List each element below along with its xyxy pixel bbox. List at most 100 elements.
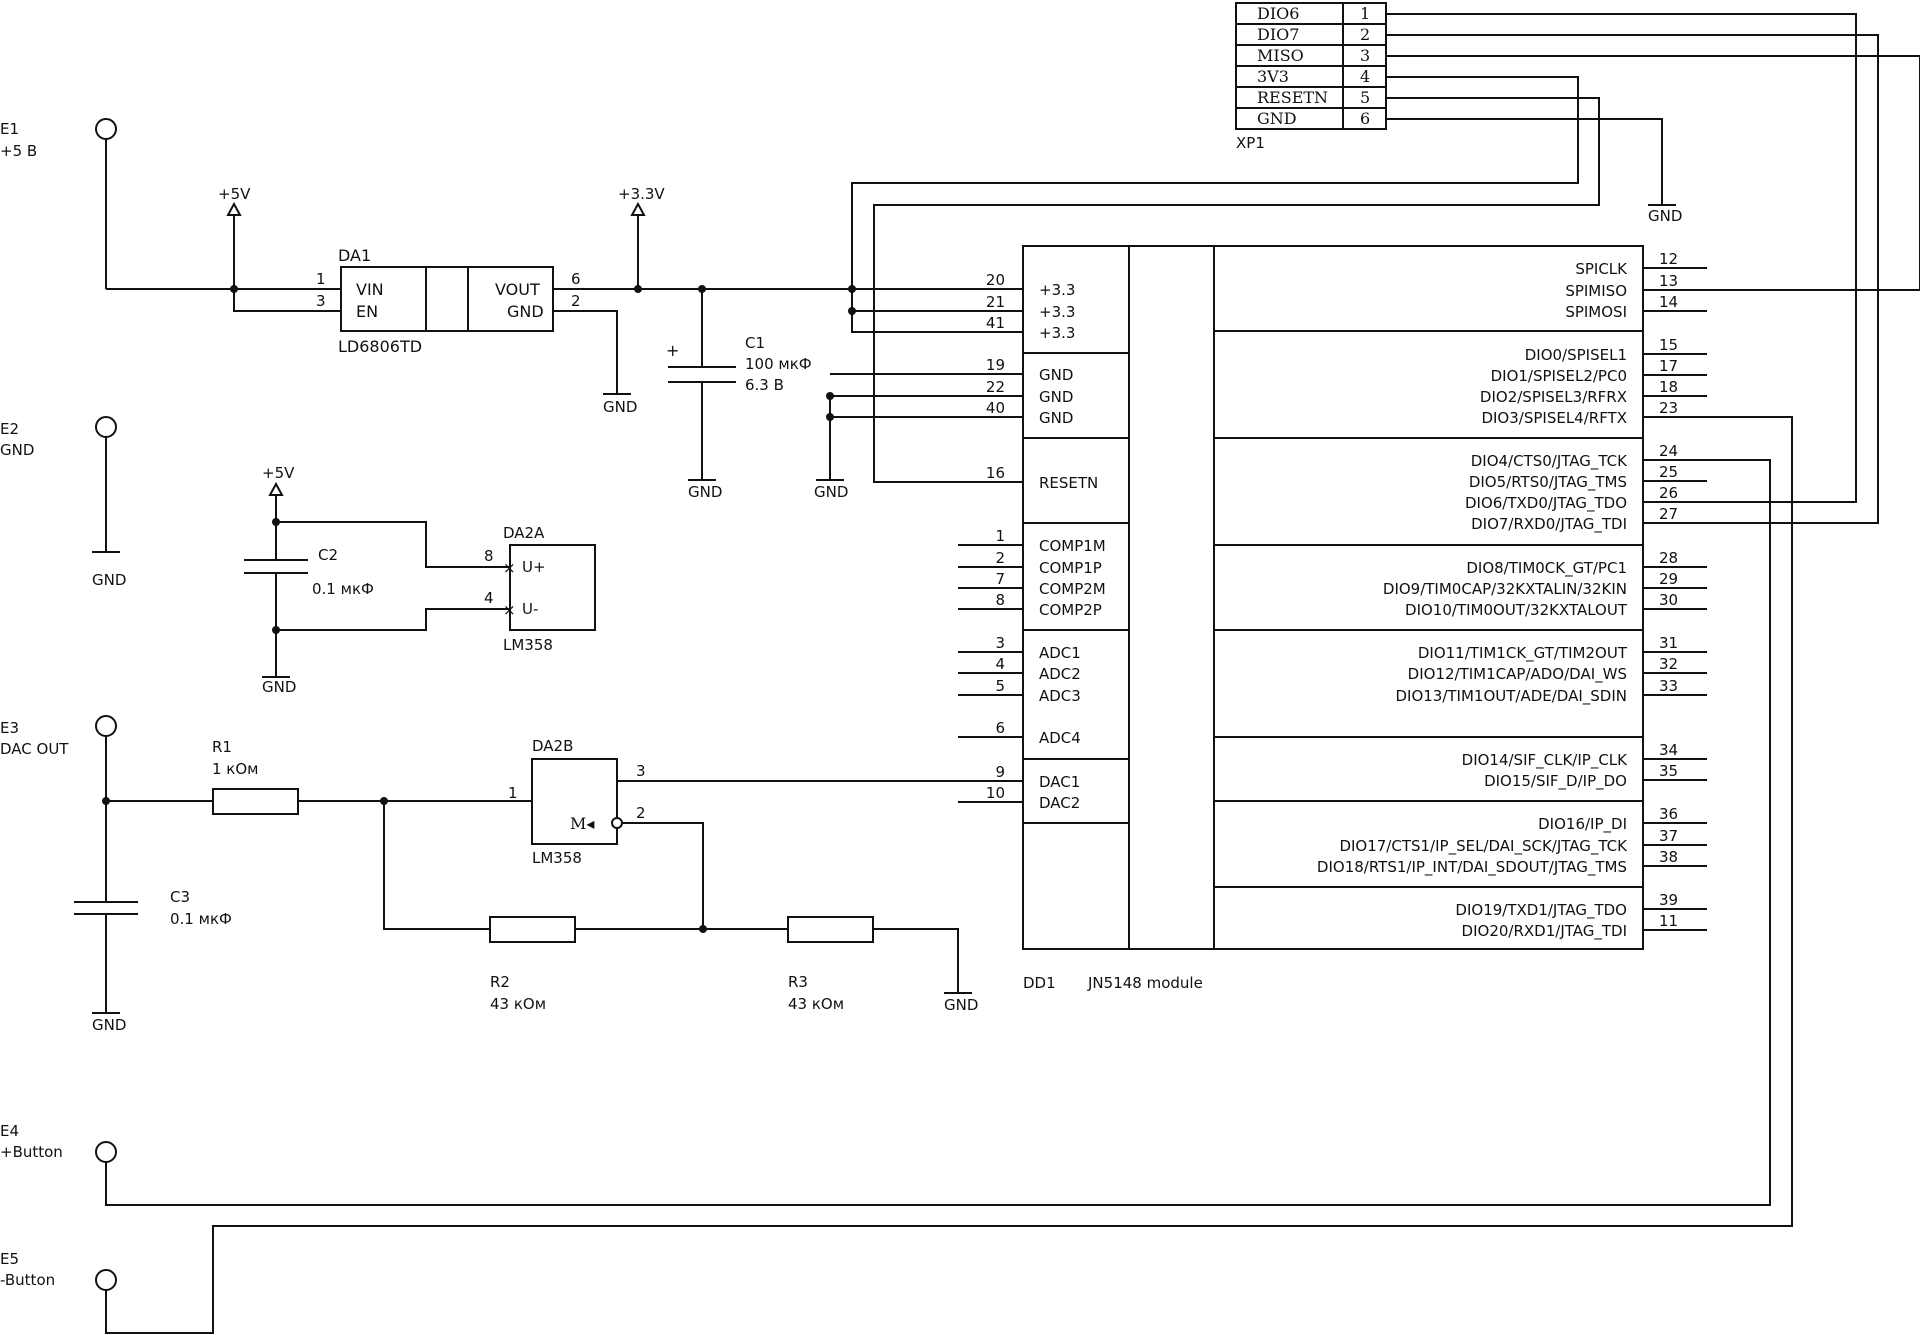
pin-number: 5 (995, 677, 1005, 695)
pin-number: 1 (995, 527, 1005, 545)
pin-name: DIO13/TIM1OUT/ADE/DAI_SDIN (1395, 687, 1627, 706)
svg-text:DA2A: DA2A (503, 524, 545, 542)
pin-name: DAC2 (1039, 794, 1080, 812)
pin-name: DAC1 (1039, 773, 1080, 791)
pin-number: 11 (1659, 912, 1678, 930)
pin-number: 34 (1659, 741, 1678, 759)
pin-name: SPIMOSI (1565, 303, 1627, 321)
pin-name: DIO9/TIM0CAP/32KXTALIN/32KIN (1383, 580, 1627, 598)
svg-text:2: 2 (571, 292, 581, 310)
svg-text:GND: GND (603, 398, 637, 416)
terminal-label: +Button (0, 1143, 63, 1161)
svg-text:GND: GND (92, 571, 126, 589)
pin-number: 17 (1659, 357, 1678, 375)
svg-text:0.1 мкФ: 0.1 мкФ (312, 580, 374, 598)
pin-number: 33 (1659, 677, 1678, 695)
svg-text:DA2B: DA2B (532, 737, 573, 755)
pin-name: DIO16/IP_DI (1538, 815, 1627, 834)
terminal-e5[interactable]: E5 -Button (0, 1250, 117, 1291)
pin-name: DIO5/RTS0/JTAG_TMS (1469, 473, 1627, 492)
svg-text:VOUT: VOUT (495, 280, 540, 299)
rail-3v3: +3.3V (618, 185, 665, 289)
svg-text:100 мкФ: 100 мкФ (745, 355, 812, 373)
svg-text:EN: EN (356, 302, 378, 321)
pin-number: 29 (1659, 570, 1678, 588)
svg-text:C1: C1 (745, 334, 765, 352)
svg-text:1: 1 (316, 270, 326, 288)
xp1-ref: XP1 (1236, 134, 1265, 152)
pin-name: DIO1/SPISEL2/PC0 (1491, 367, 1627, 385)
pin-number: 9 (995, 763, 1005, 781)
pin-name: SPICLK (1575, 260, 1628, 278)
pin-name: DIO2/SPISEL3/RFRX (1480, 388, 1627, 406)
pin-number: 18 (1659, 378, 1678, 396)
module-right-pins: 12SPICLK13SPIMISO14SPIMOSI15DIO0/SPISEL1… (1317, 250, 1707, 941)
resistor-r1: R1 1 кОм (212, 738, 299, 815)
capacitor-c1: GND + C1 100 мкФ 6.3 В (666, 289, 812, 501)
pin-number: 16 (986, 464, 1005, 482)
svg-text:LM358: LM358 (532, 849, 582, 867)
svg-text:+5V: +5V (262, 464, 295, 482)
xp1-pin-name: DIO6 (1257, 4, 1299, 23)
svg-text:GND: GND (507, 302, 544, 321)
pin-number: 25 (1659, 463, 1678, 481)
pin-name: DIO20/RXD1/JTAG_TDI (1462, 922, 1627, 941)
svg-text:6: 6 (571, 270, 581, 288)
capacitor-c3: GND C3 0.1 мкФ (74, 801, 232, 1034)
svg-text:R2: R2 (490, 973, 510, 991)
pin-number: 28 (1659, 549, 1678, 567)
pin-name: COMP2M (1039, 580, 1106, 598)
xp1-pin-num: 5 (1360, 88, 1370, 107)
pin-name: DIO17/CTS1/IP_SEL/DAI_SCK/JTAG_TCK (1339, 837, 1628, 856)
rail-5v-da2a: +5V (262, 464, 295, 522)
svg-text:3: 3 (636, 762, 646, 780)
xp1-pin-name: MISO (1257, 46, 1304, 65)
terminal-e3[interactable]: E3 DAC OUT (0, 715, 117, 801)
pin-name: DIO14/SIF_CLK/IP_CLK (1462, 751, 1629, 770)
terminal-e1[interactable]: E1 +5 В (0, 118, 117, 289)
xp1-pin-num: 4 (1360, 67, 1370, 86)
pin-name: DIO7/RXD0/JTAG_TDI (1471, 515, 1627, 534)
pin-name: DIO19/TXD1/JTAG_TDO (1455, 901, 1627, 920)
xp1-pin-num: 1 (1360, 4, 1370, 23)
pin-number: 6 (995, 719, 1005, 737)
terminal-e2[interactable]: E2 GND (0, 416, 117, 552)
terminal-ref: E5 (0, 1250, 19, 1268)
svg-text:+3.3V: +3.3V (618, 185, 665, 203)
pin-number: 14 (1659, 293, 1678, 311)
pin-name: GND (1039, 366, 1073, 384)
pin-number: 38 (1659, 848, 1678, 866)
regulator-da1: VIN EN VOUT GND 1 3 6 2 DA1 LD6806TD (316, 246, 581, 356)
svg-text:R1: R1 (212, 738, 232, 756)
pin-number: 24 (1659, 442, 1678, 460)
pin-name: COMP1P (1039, 559, 1102, 577)
terminal-label: +5 В (0, 142, 37, 160)
xp1-pin-name: DIO7 (1257, 25, 1299, 44)
pin-number: 13 (1659, 272, 1678, 290)
pin-name: GND (1039, 388, 1073, 406)
pin-number: 10 (986, 784, 1005, 802)
svg-text:GND: GND (814, 483, 848, 501)
module-ref: DD1 (1023, 974, 1056, 992)
pin-number: 23 (1659, 399, 1678, 417)
terminal-e4[interactable]: E4 +Button (0, 1122, 117, 1163)
svg-text:×: × (503, 601, 516, 619)
pin-number: 41 (986, 314, 1005, 332)
pin-name: DIO6/TXD0/JTAG_TDO (1465, 494, 1627, 513)
svg-text:M◂: M◂ (570, 814, 594, 833)
pin-number: 8 (995, 591, 1005, 609)
pin-name: ADC1 (1039, 644, 1081, 662)
